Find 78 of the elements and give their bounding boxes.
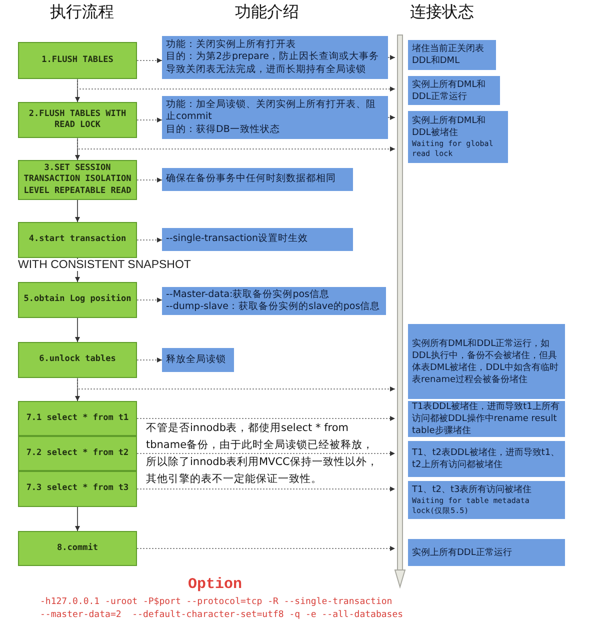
status-text: 实例所有DML和DDL正常运行，如DDL执行中，备份不会被堵住，但具体表DML被堵住，DDL中如含有临时表rename过程会被备份堵住	[412, 338, 560, 386]
arrow	[75, 506, 80, 532]
description-text: 目的：获得DB一致性状态	[166, 124, 281, 136]
dotted-arrow	[136, 451, 396, 456]
dotted-arrow	[77, 138, 396, 152]
status-box	[408, 40, 496, 70]
step-label: 7.3 select * from t3	[26, 483, 129, 495]
dotted-arrow	[136, 358, 162, 362]
step-label: 7.2 select * from t2	[26, 448, 129, 460]
status-box	[408, 111, 508, 163]
status-box	[408, 324, 565, 399]
status-box	[408, 481, 565, 519]
description-box	[162, 168, 353, 191]
process-box	[18, 282, 137, 318]
description-text: --single-transaction设置时生效	[166, 233, 310, 246]
description-text: --Master-data:获取备份实例pos信息	[166, 288, 331, 301]
step-label: 3.SET SESSION TRANSACTION ISOLATION LEVEL REPEATABLE READ	[22, 162, 132, 198]
dotted-arrow	[136, 58, 162, 63]
status-text: 实例上所有DDL正常运行	[412, 546, 513, 558]
dotted-arrow	[388, 55, 396, 60]
process-box	[18, 531, 137, 566]
command-line: --master-data=2 --default-character-set=utf8 -q -e --all-databases	[40, 610, 404, 620]
process-box	[18, 222, 137, 258]
dotted-arrow	[136, 486, 396, 492]
step-label: 7.1 select * from t1	[26, 412, 129, 424]
description-text: 功能：关闭实例上所有打开表	[166, 38, 297, 51]
status-box	[408, 441, 565, 477]
header: 功能介绍	[235, 2, 299, 23]
process-box	[18, 401, 137, 436]
description-box	[162, 96, 388, 139]
command-line: -h127.0.0.1 -uroot -P$port --protocol=tcp -R --single-transaction	[40, 597, 392, 607]
process-box	[18, 42, 137, 79]
note-paragraph: 不管是否innodb表，都使用select * from tbname备份，由于此时全局读锁已经被释放，所以除了innodb表利用MVCC保持一致性以外，其他引擎的表不一定能保证一致性。	[146, 421, 379, 487]
dotted-arrow	[77, 378, 396, 392]
status-text: T1、t2、t3表所有访问被堵住	[412, 484, 533, 496]
option-title: Option	[186, 576, 243, 593]
status-text: 实例上所有DML和DDL正常运行	[412, 78, 487, 102]
process-box	[18, 436, 137, 471]
description-box	[162, 36, 388, 79]
step-note: WITH CONSISTENT SNAPSHOT	[18, 259, 191, 271]
header: 连接状态	[410, 2, 474, 23]
process-box	[18, 102, 137, 138]
status-box	[408, 76, 500, 105]
dotted-arrow	[136, 298, 162, 302]
dotted-arrow	[136, 416, 396, 421]
step-label: 8.commit	[57, 542, 98, 554]
arrow	[75, 138, 80, 160]
dotted-arrow	[388, 115, 396, 120]
process-box	[18, 342, 137, 378]
status-text: T1、t2表DDL被堵住，进而导致t1、t2上所有访问都被堵住	[412, 447, 561, 471]
description-box	[162, 348, 234, 372]
step-label: 6.unlock tables	[39, 354, 116, 366]
status-text: 堵住当前正关闭表DDL和DML	[412, 43, 485, 67]
status-text: 实例上所有DML和DDL被堵住	[412, 115, 487, 139]
header: 执行流程	[50, 2, 114, 23]
description-text: 功能：加全局读锁、关闭实例上所有打开表、阻止commit	[166, 98, 377, 124]
dotted-arrow	[77, 78, 396, 92]
description-box	[162, 228, 353, 251]
status-text: T1表DDL被堵住，进而导致t1上所有访问都被DDL操作中rename result table步骤堵住	[412, 401, 560, 437]
status-box	[408, 539, 565, 566]
dotted-arrow	[136, 238, 162, 242]
arrow	[75, 200, 80, 222]
step-label: 5.obtain Log position	[24, 294, 132, 306]
process-box	[18, 471, 137, 507]
step-label: 2.FLUSH TABLES WITH READ LOCK	[28, 108, 128, 132]
description-text: 确保在备份事务中任何时刻数据都相同	[166, 173, 337, 186]
dotted-arrow	[136, 118, 162, 122]
dotted-arrow	[136, 546, 396, 551]
step-label: 4.start transaction	[28, 234, 126, 246]
description-text: 释放全局读锁	[166, 354, 227, 366]
dotted-arrow	[136, 178, 162, 182]
step-label: 1.FLUSH TABLES	[42, 54, 114, 66]
description-text: 目的：为第2步prepare，防止因长查询或大事务导致关闭表无法完成，进而长期持有全局读锁	[166, 51, 380, 76]
arrow	[75, 378, 80, 402]
arrow	[75, 318, 80, 342]
arrow	[75, 78, 80, 102]
description-text: --dump-slave：获取备份实例的slave的pos信息	[166, 301, 382, 314]
description-box	[162, 287, 386, 315]
